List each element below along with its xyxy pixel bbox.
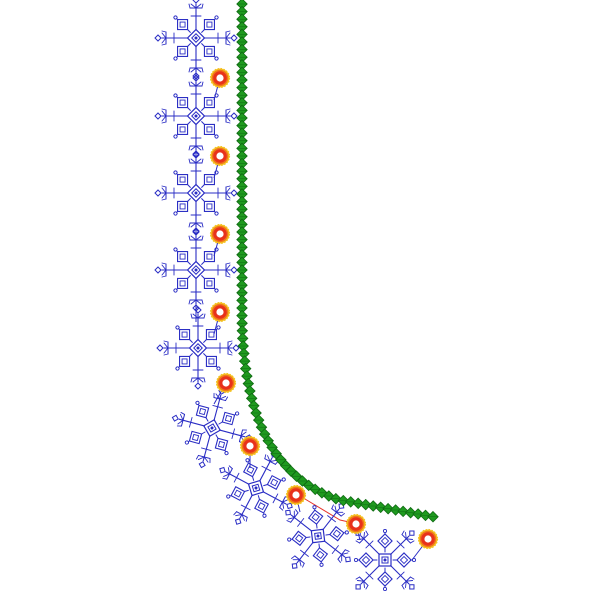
ring-sequin-icon (209, 223, 231, 245)
ring-sequin-icon (209, 301, 231, 323)
ring-sequin-icon (239, 435, 261, 457)
ring-sequin-icon (417, 528, 439, 550)
ring-sequin-icon (345, 513, 367, 535)
snowflake-motif-icon (155, 0, 237, 79)
snowflake-motif-icon (155, 75, 237, 157)
ring-sequin-icon (209, 67, 231, 89)
ring-sequin-icon (215, 372, 237, 394)
ring-sequin-icon (285, 484, 307, 506)
diamond-bead-border (236, 0, 439, 523)
snowflake-motif-icon (260, 478, 375, 593)
ring-sequin-icon (209, 145, 231, 167)
diamond-bead-icon (427, 511, 439, 523)
